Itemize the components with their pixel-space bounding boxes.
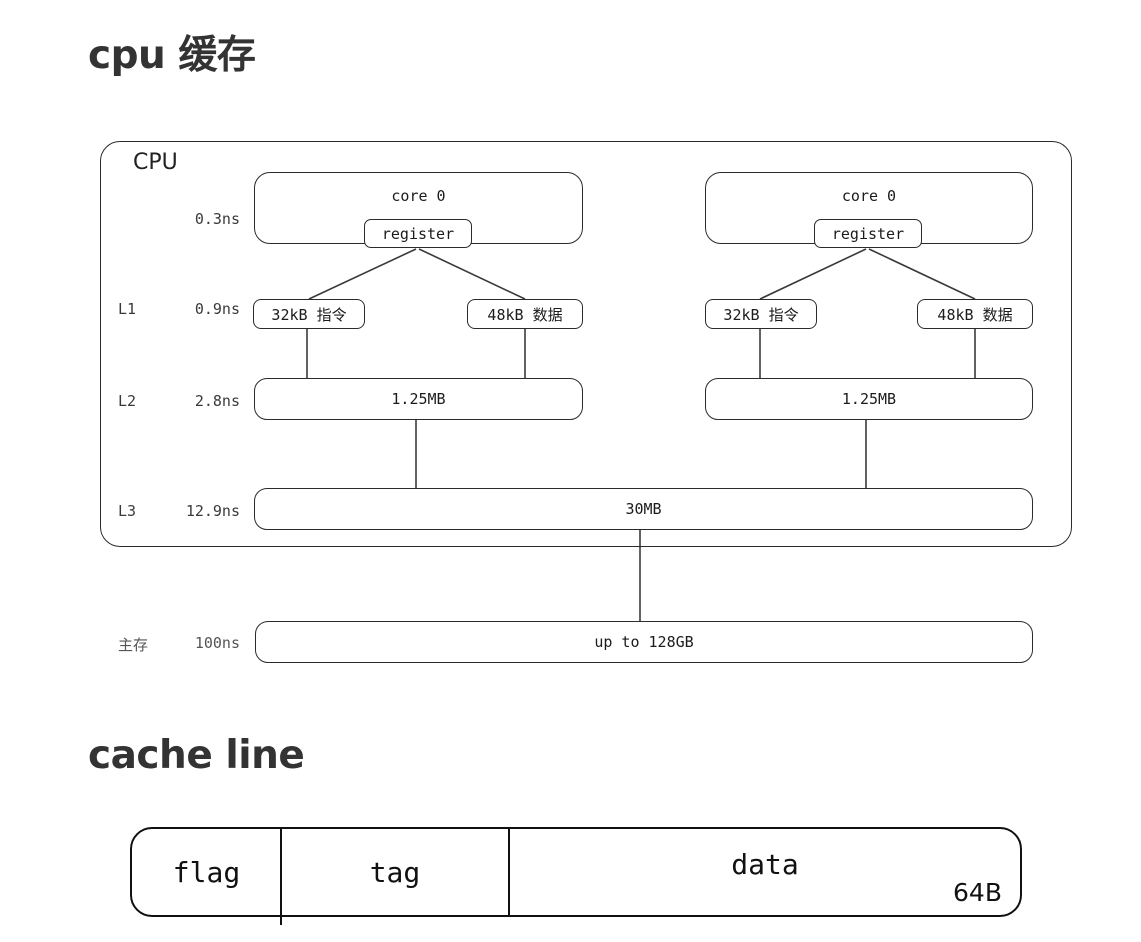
l2-cache-right: 1.25MB xyxy=(705,378,1033,420)
level-label-l2: L2 xyxy=(118,392,137,410)
cache-line-divider-flag-tag xyxy=(280,829,283,925)
latency-label-l1: 0.9ns xyxy=(194,300,240,318)
cache-line-divider-tag-data xyxy=(508,829,511,915)
l1-instruction-cache-right: 32kB 指令 xyxy=(705,299,817,329)
l3-cache-box: 30MB xyxy=(254,488,1033,530)
page-title-cpu-cache: cpu 缓存 xyxy=(88,33,256,78)
cpu-container-box xyxy=(100,141,1072,547)
main-memory-box: up to 128GB xyxy=(255,621,1033,663)
level-label-l3: L3 xyxy=(118,502,137,520)
l2-cache-left: 1.25MB xyxy=(254,378,583,420)
cache-line-box xyxy=(130,827,1022,917)
cache-line-segment-flag: flag xyxy=(172,856,241,889)
page-title-cache-line: cache line xyxy=(88,733,305,778)
latency-label-l3: 12.9ns xyxy=(185,502,240,520)
register-box-right: register xyxy=(814,219,922,248)
cpu-container-label: CPU xyxy=(133,150,178,175)
latency-label-register: 0.3ns xyxy=(194,210,240,228)
register-box-left: register xyxy=(364,219,472,248)
cache-line-segment-tag: tag xyxy=(369,856,421,889)
level-label-l1: L1 xyxy=(118,300,137,318)
latency-label-l2: 2.8ns xyxy=(194,392,240,410)
l1-instruction-cache-left: 32kB 指令 xyxy=(253,299,365,329)
cache-line-segment-data: data xyxy=(731,848,799,881)
cache-line-size-label: 64B xyxy=(953,878,1002,907)
l1-data-cache-right: 48kB 数据 xyxy=(917,299,1033,329)
level-label-main-memory: 主存 xyxy=(118,636,149,654)
l1-data-cache-left: 48kB 数据 xyxy=(467,299,583,329)
latency-label-main-memory: 100ns xyxy=(194,634,240,652)
